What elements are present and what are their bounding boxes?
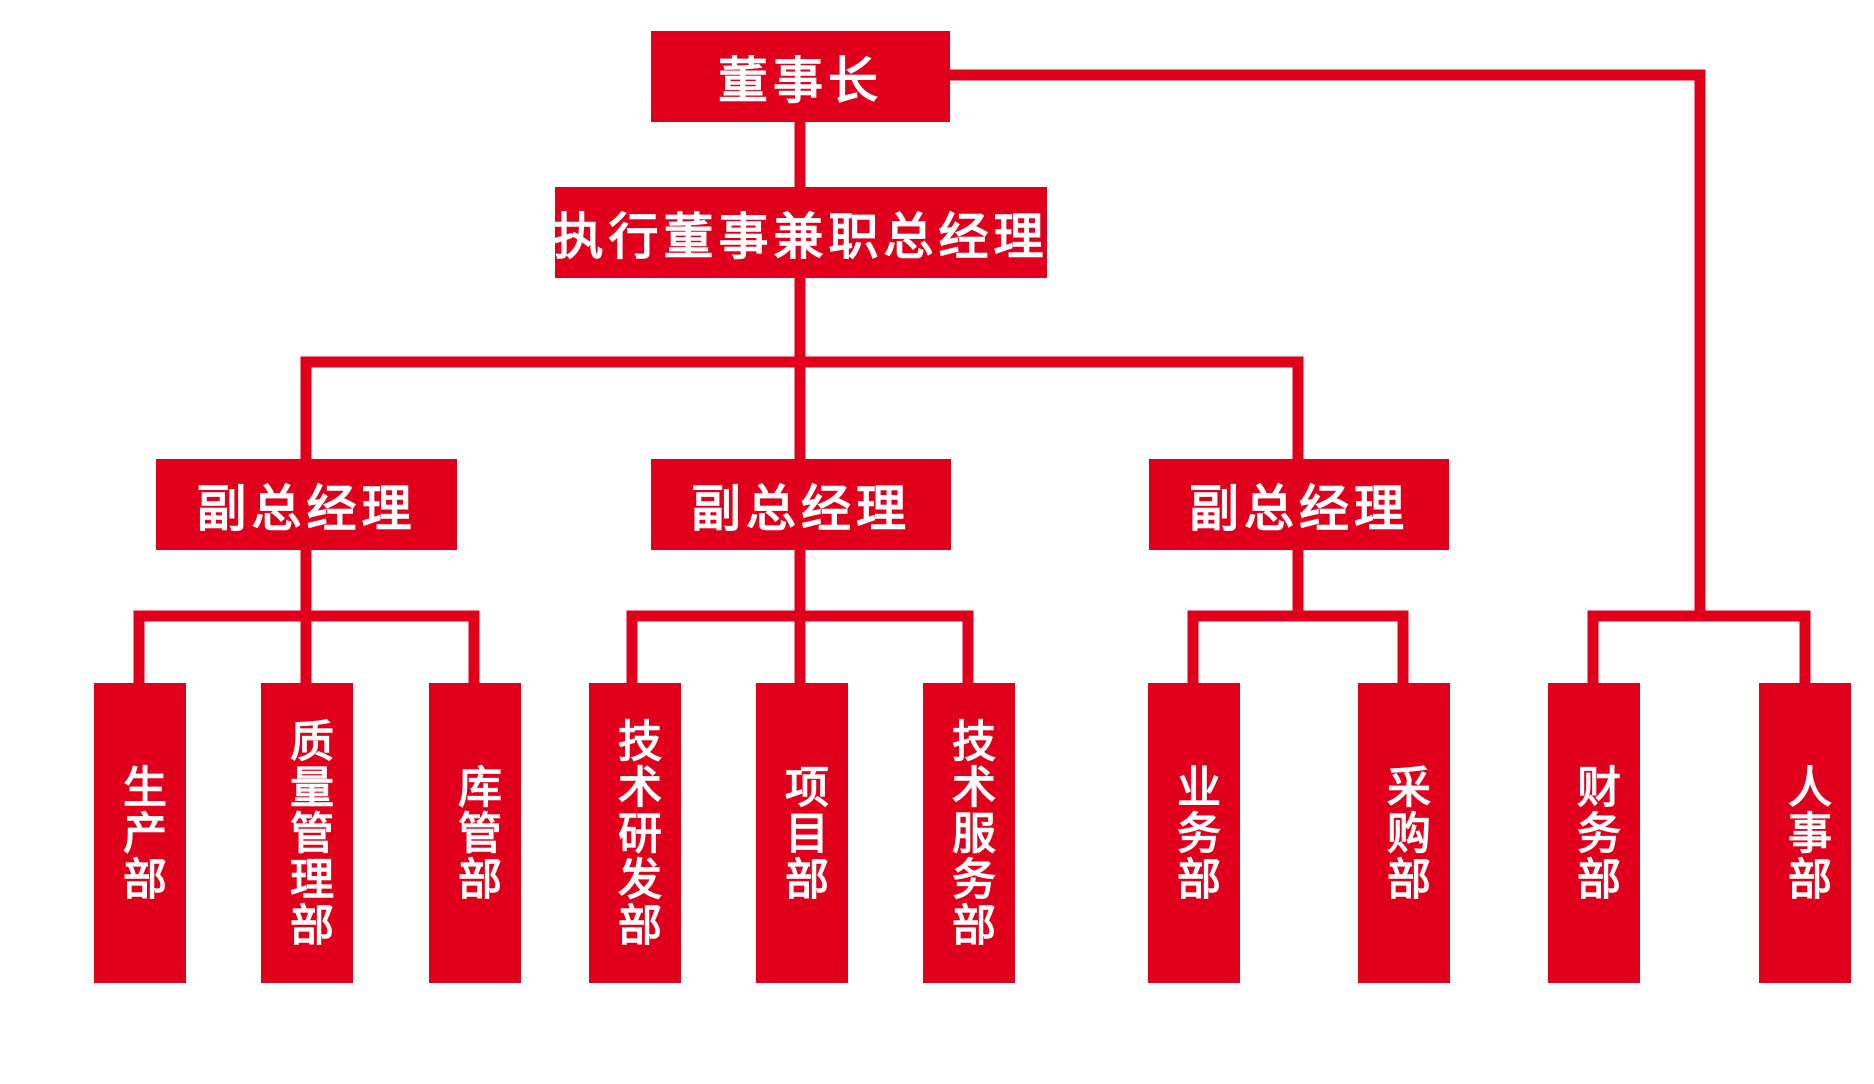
department-warehouse-label: 库管部 bbox=[450, 764, 501, 902]
department-technical-service: 技术服务部 bbox=[923, 683, 1015, 983]
department-procurement-label: 采购部 bbox=[1379, 764, 1430, 902]
department-quality-management-label: 质量管理部 bbox=[282, 718, 333, 948]
chairman-box: 董事长 bbox=[651, 31, 950, 122]
department-technical-service-label: 技术服务部 bbox=[944, 718, 995, 948]
deputy-gm-label-2: 副总经理 bbox=[691, 479, 911, 538]
department-warehouse: 库管部 bbox=[429, 683, 521, 983]
department-technology-rd-label: 技术研发部 bbox=[610, 718, 661, 948]
department-quality-management: 质量管理部 bbox=[261, 683, 353, 983]
department-production-label: 生产部 bbox=[115, 764, 166, 902]
deputy-gm-box-3: 副总经理 bbox=[1149, 459, 1449, 550]
department-procurement: 采购部 bbox=[1358, 683, 1450, 983]
executive-gm-label: 执行董事兼职总经理 bbox=[553, 207, 1049, 266]
department-production: 生产部 bbox=[94, 683, 186, 983]
department-human-resources: 人事部 bbox=[1759, 683, 1851, 983]
chairman-label: 董事长 bbox=[718, 51, 883, 110]
department-business-label: 业务部 bbox=[1169, 764, 1220, 902]
connector-chairman-right bbox=[950, 69, 1706, 612]
connector-right-bar bbox=[1587, 610, 1811, 685]
department-project-label: 项目部 bbox=[777, 764, 828, 902]
department-project: 项目部 bbox=[756, 683, 848, 983]
deputy-gm-box-1: 副总经理 bbox=[156, 459, 457, 550]
deputy-gm-label-1: 副总经理 bbox=[196, 479, 417, 538]
department-technology-rd: 技术研发部 bbox=[589, 683, 681, 983]
department-human-resources-label: 人事部 bbox=[1780, 764, 1831, 902]
connector-deputy3-bar bbox=[1187, 610, 1409, 685]
department-finance-label: 财务部 bbox=[1569, 764, 1620, 902]
executive-gm-box: 执行董事兼职总经理 bbox=[553, 187, 1049, 278]
connector-deputies-bar bbox=[300, 356, 1304, 460]
deputy-gm-box-2: 副总经理 bbox=[651, 459, 951, 550]
deputy-gm-label-3: 副总经理 bbox=[1189, 479, 1409, 538]
department-finance: 财务部 bbox=[1548, 683, 1640, 983]
department-business: 业务部 bbox=[1148, 683, 1240, 983]
